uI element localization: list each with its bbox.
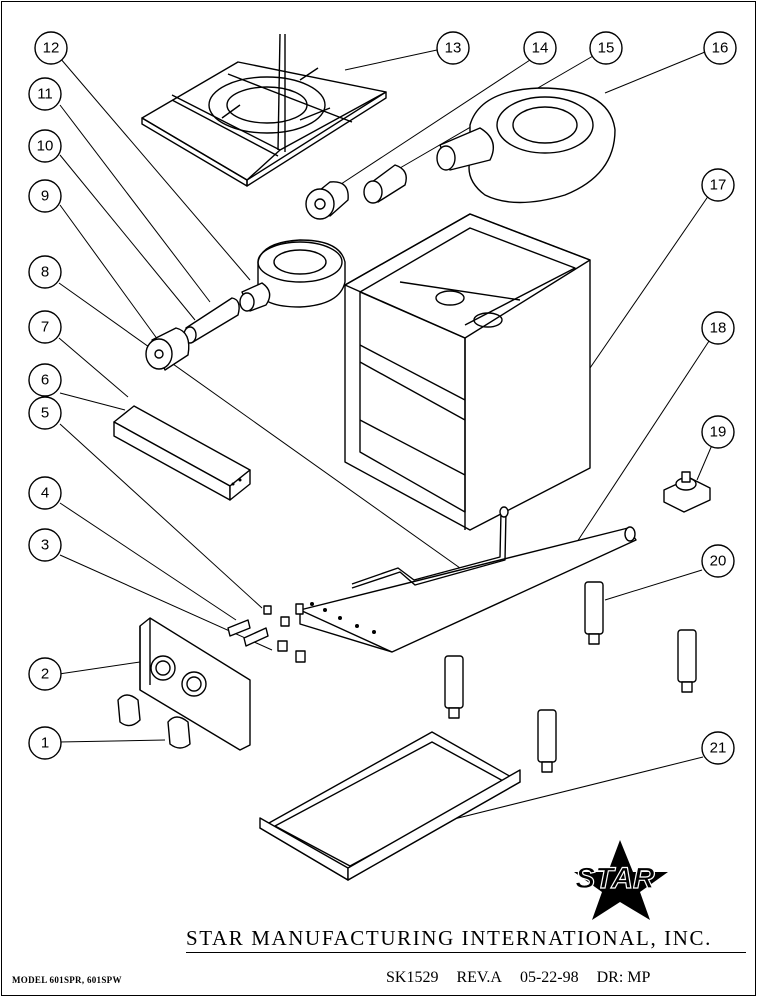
pilot-tube [351, 506, 509, 589]
svg-text:13: 13 [445, 40, 462, 57]
control-knobs [117, 694, 191, 749]
manifold-bracket [113, 405, 251, 501]
callout-4: 4 [28, 476, 62, 510]
svg-text:6: 6 [41, 372, 49, 389]
revision: REV.A [456, 969, 502, 986]
ring-burner-large [436, 87, 616, 204]
svg-text:3: 3 [41, 537, 49, 554]
callout-13: 13 [436, 31, 470, 65]
svg-text:17: 17 [710, 177, 727, 194]
svg-text:19: 19 [710, 424, 727, 441]
control-panel [139, 617, 251, 751]
legs [444, 581, 697, 773]
callout-17: 17 [701, 168, 735, 202]
callout-7: 7 [28, 310, 62, 344]
logo-text: STAR [575, 862, 655, 895]
top-grate [141, 33, 387, 187]
svg-text:14: 14 [532, 40, 549, 57]
callout-20: 20 [701, 544, 735, 578]
svg-text:20: 20 [710, 553, 727, 570]
drawing-number: SK1529 [386, 969, 439, 986]
callout-5: 5 [28, 396, 62, 430]
svg-text:15: 15 [598, 40, 615, 57]
svg-text:16: 16 [712, 40, 729, 57]
callout-16: 16 [703, 31, 737, 65]
svg-text:7: 7 [41, 319, 49, 336]
svg-text:1: 1 [41, 735, 49, 752]
callouts: 1 2 3 4 5 6 7 8 9 10 11 12 13 14 15 16 1… [28, 31, 737, 765]
svg-text:11: 11 [37, 86, 53, 103]
callout-8: 8 [28, 255, 62, 289]
svg-text:2: 2 [41, 666, 49, 683]
mixer-tube [183, 297, 240, 344]
valves-fittings [227, 603, 306, 663]
callout-21: 21 [701, 731, 735, 765]
svg-text:12: 12 [43, 40, 60, 57]
body-cabinet [344, 213, 591, 531]
callout-1: 1 [28, 726, 62, 760]
callout-14: 14 [523, 31, 557, 65]
svg-text:5: 5 [41, 405, 49, 422]
callout-18: 18 [701, 311, 735, 345]
callout-12: 12 [34, 31, 68, 65]
air-shutter [145, 327, 190, 371]
title-divider [186, 952, 746, 953]
svg-text:10: 10 [37, 138, 54, 155]
callout-3: 3 [28, 528, 62, 562]
drawing-date: 05-22-98 [519, 969, 579, 986]
callout-10: 10 [28, 129, 62, 163]
callout-15: 15 [589, 31, 623, 65]
burner-sleeve-large [305, 181, 349, 220]
star-logo: STAR [574, 840, 668, 920]
svg-text:4: 4 [41, 485, 49, 502]
callout-2: 2 [28, 657, 62, 691]
callout-6: 6 [28, 363, 62, 397]
pilot-valve [663, 471, 711, 513]
model-number: MODEL 601SPR, 601SPW [12, 975, 122, 985]
svg-text:21: 21 [710, 740, 727, 757]
ring-burner-small [239, 239, 346, 312]
svg-text:8: 8 [41, 264, 49, 281]
leader-lines [58, 49, 713, 826]
company-name: STAR MANUFACTURING INTERNATIONAL, INC. [186, 926, 712, 950]
drawing-info: SK1529 REV.A 05-22-98 DR: MP [386, 969, 650, 987]
crumb-tray [259, 731, 521, 881]
callout-19: 19 [701, 415, 735, 449]
callout-9: 9 [28, 179, 62, 213]
drawn-by: DR: MP [596, 969, 651, 986]
burner-sleeve-small [363, 164, 407, 204]
svg-text:9: 9 [41, 188, 49, 205]
callout-11: 11 [28, 77, 62, 111]
svg-text:18: 18 [710, 320, 727, 337]
